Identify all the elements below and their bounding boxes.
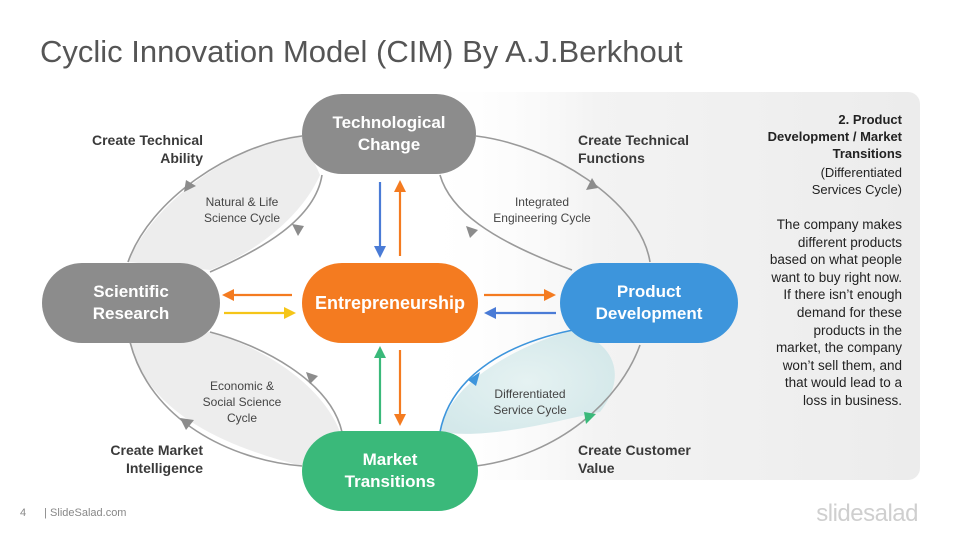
page-number: 4 <box>20 507 27 519</box>
arc-top-left-inner <box>209 174 323 273</box>
arc-top-left-outer <box>127 135 303 263</box>
left-ellipse-fill <box>128 135 320 270</box>
arrowhead <box>292 224 304 236</box>
arrowhead <box>184 180 196 192</box>
arrowhead <box>484 307 496 319</box>
arrowhead <box>394 180 406 192</box>
arc-bottom-right-inner <box>439 329 574 433</box>
arc-top-right-outer <box>475 135 651 263</box>
arrowhead-blue <box>468 372 480 386</box>
arc-bottom-left-inner <box>209 331 343 433</box>
node-entrepreneurship: Entrepreneurship <box>302 263 478 343</box>
left-lower-fill <box>130 332 340 466</box>
arrowhead <box>544 289 556 301</box>
slidesalad-logo: slidesalad <box>816 500 918 527</box>
arc-top-right-inner <box>439 174 573 271</box>
footer-source: | SlideSalad.com <box>44 507 127 519</box>
arrowhead <box>586 178 598 190</box>
differentiated-lens <box>440 330 615 434</box>
arrowhead <box>374 246 386 258</box>
arc-bottom-left-outer <box>129 341 303 467</box>
arrowhead-green <box>584 412 596 424</box>
arrowhead <box>180 418 194 430</box>
arrowhead <box>394 414 406 426</box>
arc-bottom-right-outer <box>475 344 641 467</box>
arrowhead <box>466 226 478 238</box>
arrowhead <box>222 289 234 301</box>
arrowhead <box>306 372 318 384</box>
slide-title: Cyclic Innovation Model (CIM) By A.J.Ber… <box>40 34 683 69</box>
footer: 4 | SlideSalad.com <box>20 507 126 519</box>
arrowhead <box>284 307 296 319</box>
arrowhead <box>374 346 386 358</box>
